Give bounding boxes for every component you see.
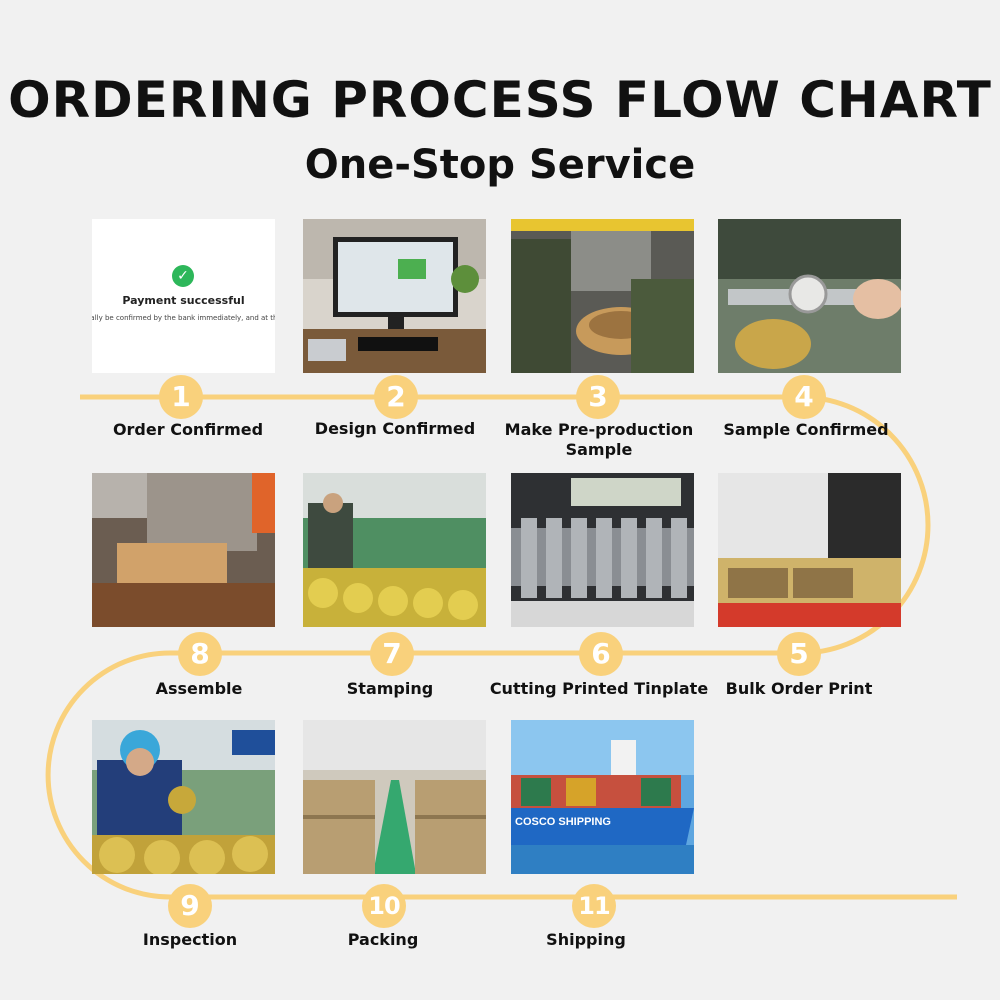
photo-sample-machine [511,219,694,373]
step-badge-7: 7 [370,632,414,676]
step-label-10: Packing [347,930,419,949]
step-label-2: Design Confirmed [314,419,476,438]
step-label-8: Assemble [155,679,243,698]
photo-bulk-print [718,473,901,627]
payment-subtext: ually be confirmed by the bank immediate… [92,314,275,322]
photo-payment-screen: ✓ Payment successful ually be confirmed … [92,219,275,373]
check-icon: ✓ [172,265,194,287]
step-label-3: Make Pre-production Sample [504,420,694,459]
step-badge-1: 1 [159,375,203,419]
photo-caliper-measure [718,219,901,373]
photo-stamping [303,473,486,627]
step-badge-2: 2 [374,375,418,419]
step-badge-8: 8 [178,632,222,676]
page-title: ORDERING PROCESS FLOW CHART [8,71,992,129]
step-badge-9: 9 [168,884,212,928]
photo-warehouse-packing [303,720,486,874]
payment-title: Payment successful [122,294,245,307]
step-badge-6: 6 [579,632,623,676]
page-subtitle: One-Stop Service [304,142,696,188]
ship-brand-text: COSCO SHIPPING [515,816,611,828]
step-label-9: Inspection [142,930,238,949]
photo-container-ship: COSCO SHIPPING [511,720,694,874]
step-badge-11: 11 [572,884,616,928]
photo-inspection [92,720,275,874]
step-badge-3: 3 [576,375,620,419]
step-label-7: Stamping [346,679,434,698]
step-badge-5: 5 [777,632,821,676]
photo-assemble [92,473,275,627]
step-label-4: Sample Confirmed [723,420,889,439]
step-label-1: Order Confirmed [112,420,264,439]
step-label-5: Bulk Order Print [725,679,873,698]
step-badge-4: 4 [782,375,826,419]
step-badge-10: 10 [362,884,406,928]
step-label-6: Cutting Printed Tinplate [489,679,709,698]
step-label-11: Shipping [546,930,626,949]
photo-cutting-tinplate [511,473,694,627]
photo-design-desk [303,219,486,373]
